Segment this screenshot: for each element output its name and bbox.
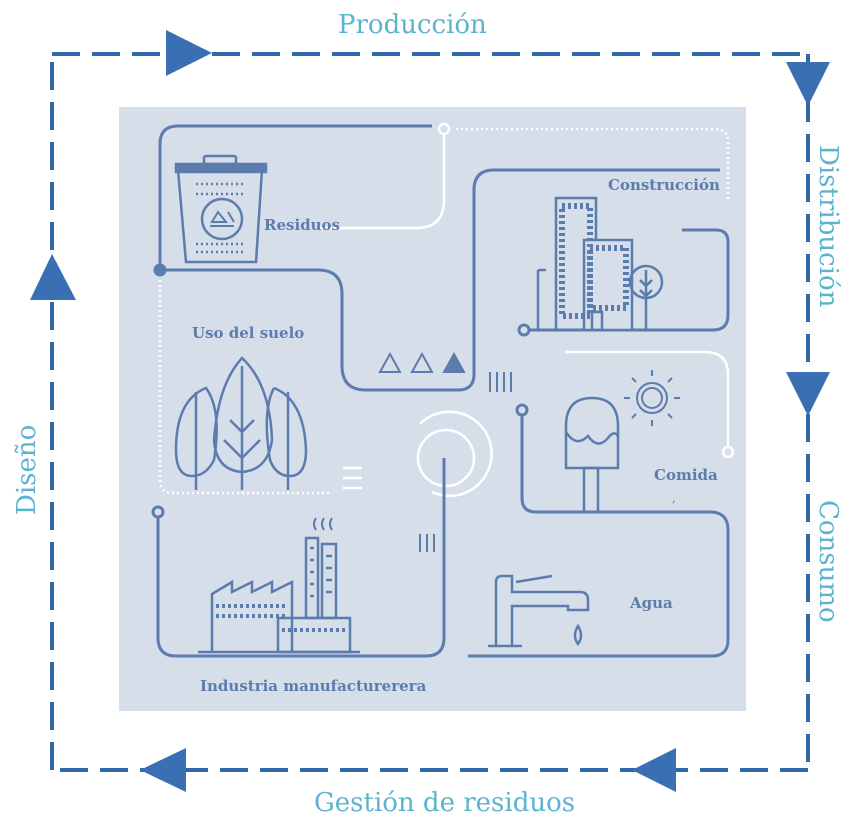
blue-paths [151, 124, 730, 658]
white-ring-inner [416, 428, 476, 488]
sun-icon [624, 370, 680, 426]
sector-label-agua: Agua [630, 594, 673, 612]
arrow-right-lower [786, 372, 830, 416]
cycle-arrowheads [30, 30, 830, 792]
triangles-icon [378, 351, 466, 373]
cycle-label-gestion-residuos: Gestión de residuos [314, 788, 576, 818]
sector-label-comida: Comida [654, 466, 718, 484]
ice-cream-icon [564, 396, 620, 514]
white-paths [158, 122, 735, 498]
recycling-bin-icon [174, 154, 268, 264]
white-ring-outer [419, 410, 493, 498]
sector-label-residuos: Residuos [264, 216, 340, 234]
arrow-right-upper [786, 62, 830, 106]
arrow-bottom-right [632, 748, 676, 792]
cycle-label-distribucion: Distribución [813, 145, 843, 308]
sector-label-uso-suelo: Uso del suelo [192, 324, 305, 342]
cycle-label-produccion: Producción [338, 10, 487, 40]
arrow-top-right [166, 30, 212, 76]
arrow-bottom-left [140, 748, 186, 792]
sector-label-construccion: Construcción [608, 176, 720, 194]
svg-text:,: , [672, 491, 676, 505]
buildings-icon [536, 196, 664, 332]
trees-icon [174, 356, 308, 490]
faucet-icon [488, 574, 590, 648]
factory-icon [198, 517, 360, 654]
sector-label-industria: Industria manufacturerera [200, 677, 427, 695]
cycle-label-diseno: Diseño [12, 424, 42, 515]
cycle-label-consumo: Consumo [813, 500, 843, 623]
arrow-left-up [30, 254, 76, 300]
